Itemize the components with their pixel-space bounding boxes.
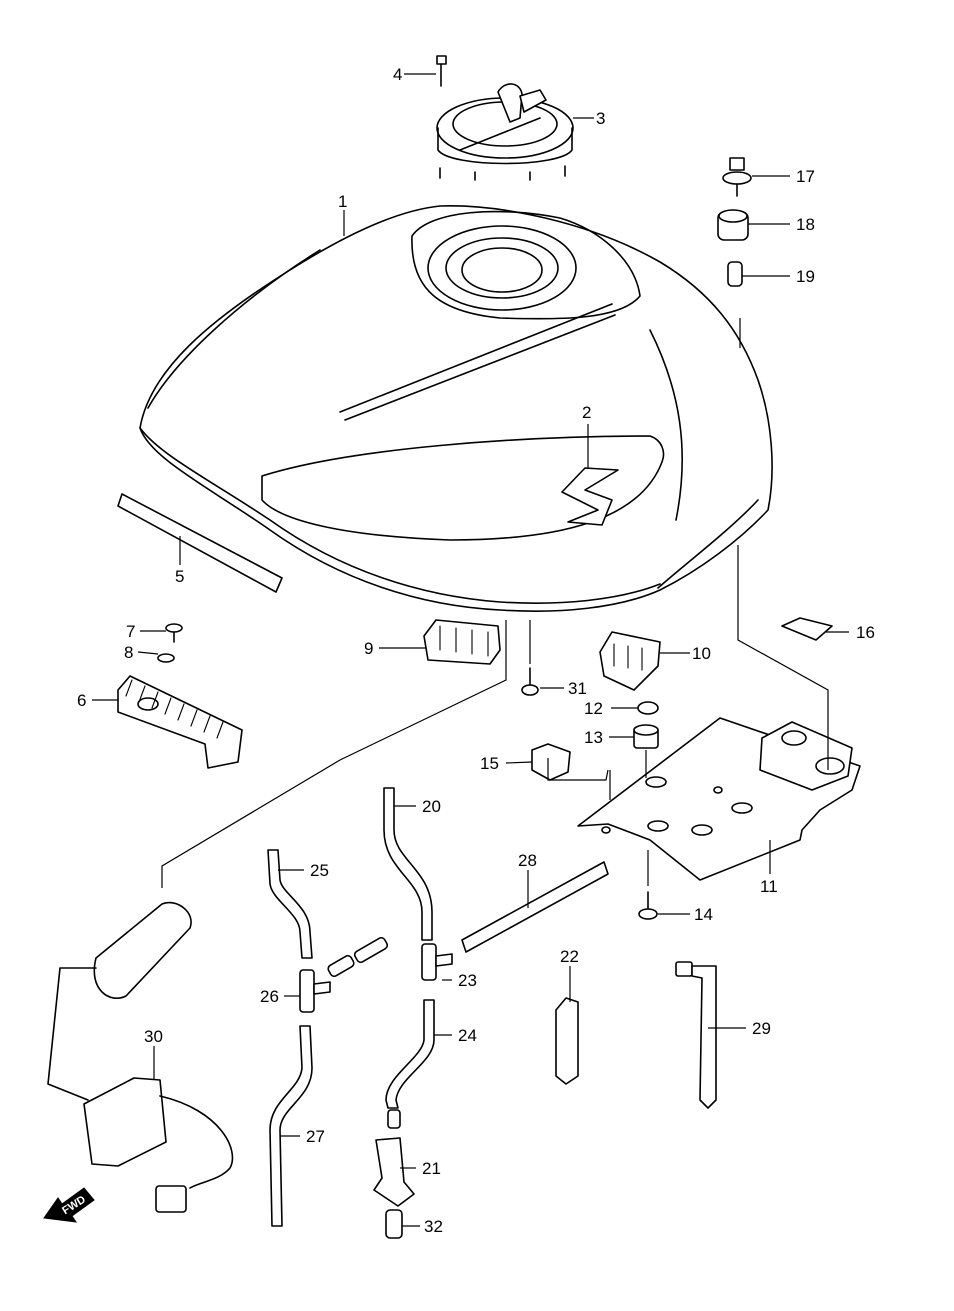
fwd-arrow-icon: FWD [43,1187,95,1223]
hose-28 [461,861,609,953]
fuel-cap [436,83,574,181]
reference-lines [161,318,829,888]
callout-27: 27 [306,1127,325,1146]
callout-16: 16 [856,623,875,642]
callout-9: 9 [364,639,373,658]
callout-18: 18 [796,215,815,234]
callout-23: 23 [458,971,477,990]
callout-labels: 1 2 3 4 5 6 7 8 9 10 11 12 13 14 15 16 1… [77,65,875,1236]
screw-7 [165,623,183,643]
hose-27 [269,1025,313,1227]
clip-21 [373,1109,415,1207]
callout-10: 10 [692,644,711,663]
collar-32 [385,1209,403,1239]
t-joint-23 [421,943,453,981]
callout-19: 19 [796,267,815,286]
hose-20 [383,787,433,941]
cable-tie-29 [675,961,717,1109]
callout-26: 26 [260,987,279,1006]
rear-bracket [117,675,243,769]
callout-8: 8 [124,643,133,662]
callout-12: 12 [584,699,603,718]
callout-25: 25 [310,861,329,880]
hose-25 [267,849,313,959]
callout-20: 20 [422,797,441,816]
callout-31: 31 [568,679,587,698]
bolt-14 [638,891,658,920]
cushion-10 [599,631,661,691]
callout-24: 24 [458,1026,477,1045]
bolt-31 [521,667,539,696]
callout-21: 21 [422,1159,441,1178]
callout-13: 13 [584,728,603,747]
callout-22: 22 [560,947,579,966]
collar-12 [637,701,659,715]
hose-24 [385,999,435,1109]
cushion-9 [423,619,501,665]
bolt-17 [722,157,752,197]
callout-2: 2 [582,403,591,422]
collar-19 [727,261,743,287]
tank-strip [117,493,283,593]
fuel-sender-30 [47,901,234,1213]
bracket-plate-11 [577,717,861,881]
callout-3: 3 [596,109,605,128]
callout-5: 5 [175,567,184,586]
callout-29: 29 [752,1019,771,1038]
callout-4: 4 [393,65,402,84]
callout-14: 14 [694,905,713,924]
cap-bolt [436,55,447,87]
washer-8 [157,653,175,663]
callout-32: 32 [424,1217,443,1236]
leader-lines [92,73,849,1227]
callout-28: 28 [518,851,537,870]
callout-15: 15 [480,754,499,773]
callout-11: 11 [760,877,778,896]
callout-6: 6 [77,691,86,710]
cushion-18 [717,209,749,241]
grommet-13 [633,724,659,749]
t-joint-26 [299,936,389,1013]
callout-17: 17 [796,167,815,186]
clamp-22 [555,997,579,1085]
rubber-cap-15 [531,743,571,781]
callout-7: 7 [126,622,135,641]
fuel-tank [139,205,773,612]
pad-16 [781,617,833,641]
callout-1: 1 [338,192,347,211]
callout-30: 30 [144,1027,163,1046]
